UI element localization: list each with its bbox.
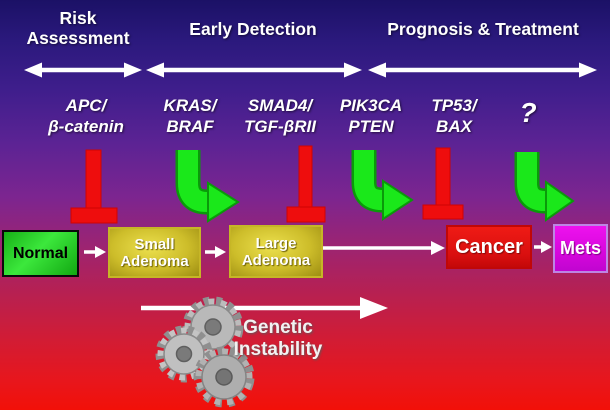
stage-box-large-adenoma: Large Adenoma [229,225,323,278]
stage-box-mets: Mets [553,224,608,273]
stage-box-normal: Normal [2,230,79,277]
arrow-cancer-to-mets [534,241,552,253]
green-curved-arrow-icon-pik3ca [351,150,414,221]
arrow-small-to-large [205,246,226,258]
gear-icon [155,325,213,383]
red-tbar-inhibitor-icon-tp53 [422,147,464,220]
arrow-genetic-instability [141,297,388,319]
phase-range-arrow-early-detection [146,62,362,78]
red-tbar-inhibitor-icon-smad4 [286,145,326,223]
red-tbar-inhibitor-icon-apc [70,149,118,224]
stage-label: Mets [559,238,601,258]
gene-label-unknown: ? [519,97,537,128]
green-curved-arrow-icon-unknown [514,152,575,222]
phase-prognosis-treatment: Prognosis & Treatment [387,19,579,39]
gene-label-apc: APC/ β-catenin [48,96,124,136]
gene-label-kras: KRAS/ BRAF [163,96,217,136]
phase-range-arrow-prognosis [368,62,597,78]
phase-early-detection: Early Detection [189,19,317,39]
gene-label-smad4: SMAD4/ TGF-βRII [244,96,316,136]
gene-label-tp53: TP53/ BAX [431,96,477,136]
phase-range-arrow-risk [24,62,142,78]
arrow-large-to-cancer [323,241,445,255]
gene-label-pik3ca: PIK3CA PTEN [339,96,403,136]
arrow-normal-to-small [84,246,106,258]
genetic-instability-label: Genetic Instability [233,317,323,360]
stage-box-cancer: Cancer [446,225,532,269]
green-curved-arrow-icon-kras [175,150,240,223]
stage-label: Cancer [455,235,523,258]
stage-label: Small Adenoma [120,235,189,270]
phase-risk-assessment: Risk Assessment [26,8,130,48]
stage-label: Large Adenoma [241,234,311,269]
stage-label: Normal [12,244,69,262]
stage-box-small-adenoma: Small Adenoma [108,227,201,278]
